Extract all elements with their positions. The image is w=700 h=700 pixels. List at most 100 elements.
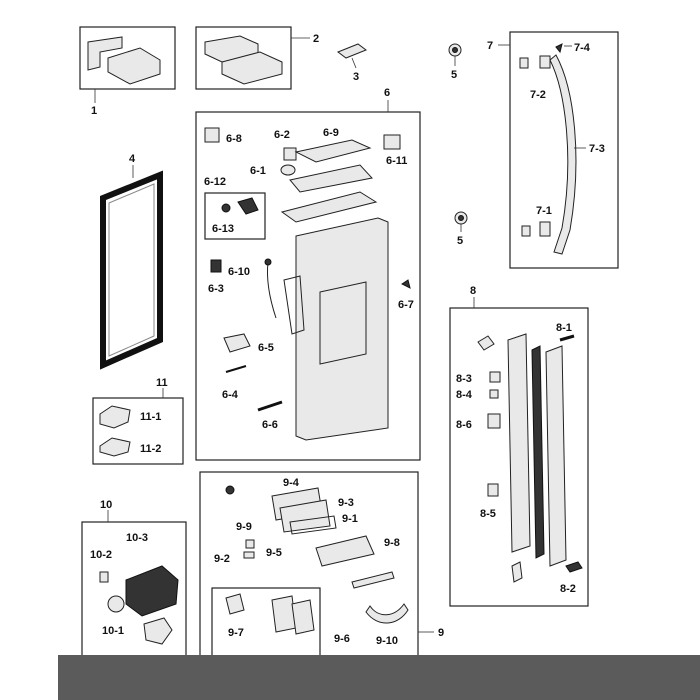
dispenser-opening xyxy=(319,281,367,365)
label-6: 6 xyxy=(384,87,390,99)
label-11-1: 11-1 xyxy=(140,411,161,423)
part-9-9 xyxy=(245,539,255,549)
part-6-13 xyxy=(237,197,259,215)
label-1: 1 xyxy=(91,105,97,117)
part-6-9 xyxy=(294,139,372,163)
label-5-mid: 5 xyxy=(457,235,463,247)
label-6-13: 6-13 xyxy=(212,223,234,235)
label-6-9: 6-9 xyxy=(323,127,339,139)
label-6-5: 6-5 xyxy=(258,342,274,354)
part-group-11: 11 11-1 11-2 xyxy=(92,377,184,465)
part-8-clip-top xyxy=(477,335,495,351)
bracket-2b xyxy=(221,51,283,85)
label-9-8: 9-8 xyxy=(384,537,400,549)
part-7-1-small xyxy=(521,225,531,237)
part-10-motor xyxy=(125,565,179,617)
label-11: 11 xyxy=(156,377,168,389)
part-10-cup xyxy=(143,617,173,645)
door-handle xyxy=(549,54,577,255)
part-8-1 xyxy=(559,334,575,342)
part-7-2-bracket xyxy=(539,55,551,69)
label-6-8: 6-8 xyxy=(226,133,242,145)
part-9-10 xyxy=(365,603,409,624)
group-1-frame xyxy=(79,26,176,90)
label-9-6: 9-6 xyxy=(334,633,350,645)
part-5-top: 5 xyxy=(448,43,462,81)
label-8-2: 8-2 xyxy=(560,583,576,595)
label-7-3: 7-3 xyxy=(589,143,605,155)
part-8-frame-rail xyxy=(507,333,531,553)
label-7-2: 7-2 xyxy=(530,89,546,101)
label-6-11: 6-11 xyxy=(386,155,407,167)
part-6-11 xyxy=(383,134,401,150)
label-6-2: 6-2 xyxy=(274,129,290,141)
label-9-2: 9-2 xyxy=(214,553,230,565)
label-8-6: 8-6 xyxy=(456,419,472,431)
part-6-6 xyxy=(257,400,283,412)
part-group-6: 6 6-8 6-2 6-9 6-1 6-11 6-12 6-13 6-3 xyxy=(195,87,421,461)
part-group-7: 7 7-2 7-4 7-3 7-1 xyxy=(487,31,619,269)
footer-bar xyxy=(58,655,700,700)
part-3: 3 xyxy=(336,43,368,83)
label-8-5: 8-5 xyxy=(480,508,496,520)
bracket-1b xyxy=(107,47,161,85)
part-7-2-small xyxy=(519,57,529,69)
part-7-1-bracket xyxy=(539,221,551,237)
label-8-1: 8-1 xyxy=(556,322,572,334)
label-4: 4 xyxy=(129,153,136,165)
label-9-5: 9-5 xyxy=(266,547,282,559)
label-6-1: 6-1 xyxy=(250,165,266,177)
part-8-clip-bottom xyxy=(511,561,523,583)
label-8-4: 8-4 xyxy=(456,389,473,401)
door-body xyxy=(295,217,389,441)
leader-3 xyxy=(351,57,357,69)
part-10-1 xyxy=(107,595,125,613)
part-group-2: 2 xyxy=(195,26,319,90)
gasket-inner xyxy=(108,183,155,357)
part-8-2 xyxy=(565,561,583,573)
part-5-mid-center xyxy=(458,215,464,221)
part-10-2 xyxy=(99,571,109,583)
label-5-top: 5 xyxy=(451,69,457,81)
label-8-3: 8-3 xyxy=(456,373,472,385)
part-7-4-cap xyxy=(555,43,563,54)
label-6-10: 6-10 xyxy=(228,266,250,278)
group-6-frame xyxy=(195,111,421,461)
dispenser-panel xyxy=(289,164,373,193)
label-6-4: 6-4 xyxy=(222,389,239,401)
label-3: 3 xyxy=(353,71,359,83)
part-9-bar xyxy=(351,571,395,589)
label-8: 8 xyxy=(470,285,476,297)
part-8-gasket-strip xyxy=(531,345,545,559)
part-6-5 xyxy=(223,333,251,353)
part-8-cover-strip xyxy=(545,345,567,567)
part-11-2 xyxy=(99,437,131,457)
part-9-6a xyxy=(271,595,297,633)
label-6-7: 6-7 xyxy=(398,299,414,311)
part-9-knob xyxy=(225,485,235,495)
label-10: 10 xyxy=(100,499,112,511)
part-8-3 xyxy=(489,371,501,383)
part-6-3 xyxy=(210,259,222,273)
part-9-7 xyxy=(225,593,245,615)
label-7-1: 7-1 xyxy=(536,205,552,217)
door-side-panel xyxy=(283,275,305,335)
part-6-2 xyxy=(283,147,297,161)
part-5-mid: 5 xyxy=(454,211,468,247)
group-6-12-frame xyxy=(204,192,266,240)
part-6-10 xyxy=(267,261,277,319)
group-11-frame xyxy=(92,397,184,465)
door-top-cap xyxy=(280,191,378,223)
part-9-2 xyxy=(243,551,255,559)
label-9-9: 9-9 xyxy=(236,521,252,533)
label-10-3: 10-3 xyxy=(126,532,148,544)
part-11-1 xyxy=(99,405,131,429)
part-8-4 xyxy=(489,389,499,399)
part-9-8 xyxy=(315,535,375,567)
part-5-top-center xyxy=(452,47,458,53)
part-group-9: 9 9-4 9-3 9-1 9-9 9-2 9-5 9-8 9-7 9-6 9-… xyxy=(199,471,444,669)
label-10-2: 10-2 xyxy=(90,549,112,561)
part-8-5 xyxy=(487,483,499,497)
